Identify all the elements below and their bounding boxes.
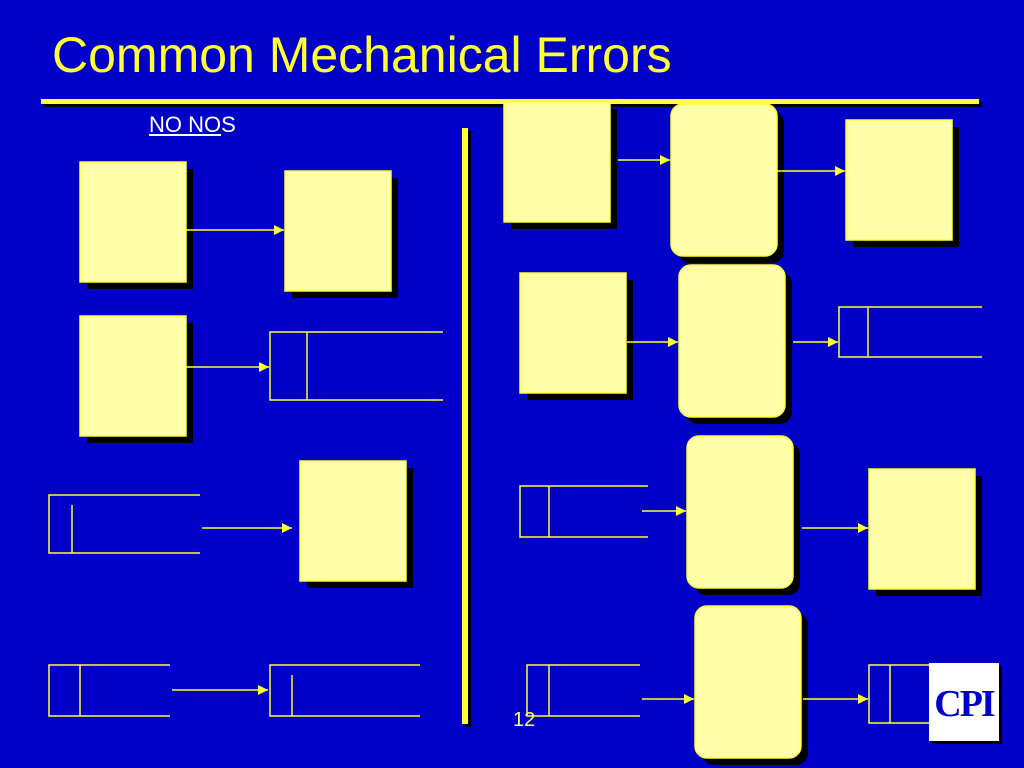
right-example-4 bbox=[526, 605, 972, 765]
right-example-3 bbox=[519, 435, 982, 596]
data-store bbox=[838, 306, 982, 358]
page-number: 12 bbox=[513, 709, 536, 731]
data-store bbox=[269, 331, 443, 401]
no-nos-label-underlined: NO NO bbox=[149, 112, 222, 137]
data-store bbox=[526, 664, 640, 717]
process-box bbox=[79, 315, 187, 437]
process-box bbox=[845, 119, 953, 241]
process-box bbox=[503, 101, 611, 223]
cpi-logo: CPI bbox=[929, 663, 999, 741]
left-example-3 bbox=[48, 460, 413, 588]
process-box bbox=[79, 161, 187, 283]
process-box bbox=[868, 468, 976, 590]
data-store bbox=[868, 664, 972, 724]
divider bbox=[462, 128, 468, 724]
process-box bbox=[519, 272, 627, 394]
left-example-2 bbox=[79, 315, 443, 443]
data-store bbox=[48, 494, 200, 554]
process-box bbox=[299, 460, 407, 582]
process-bubble bbox=[686, 435, 794, 589]
process-bubble bbox=[678, 264, 786, 418]
process-bubble bbox=[670, 103, 778, 257]
left-example-1 bbox=[79, 161, 398, 298]
data-store bbox=[519, 485, 648, 538]
right-example-1 bbox=[503, 101, 959, 263]
cpi-logo-text: CPI bbox=[934, 683, 995, 725]
data-store bbox=[269, 664, 420, 717]
slide-title: Common Mechanical Errors bbox=[52, 27, 672, 83]
right-example-2 bbox=[519, 264, 982, 424]
no-nos-label-tail: S bbox=[221, 112, 236, 137]
data-store bbox=[48, 664, 170, 717]
process-box bbox=[284, 170, 392, 292]
left-example-4 bbox=[48, 664, 420, 717]
no-nos-label: NO NOS bbox=[149, 114, 236, 136]
process-bubble bbox=[694, 605, 802, 759]
